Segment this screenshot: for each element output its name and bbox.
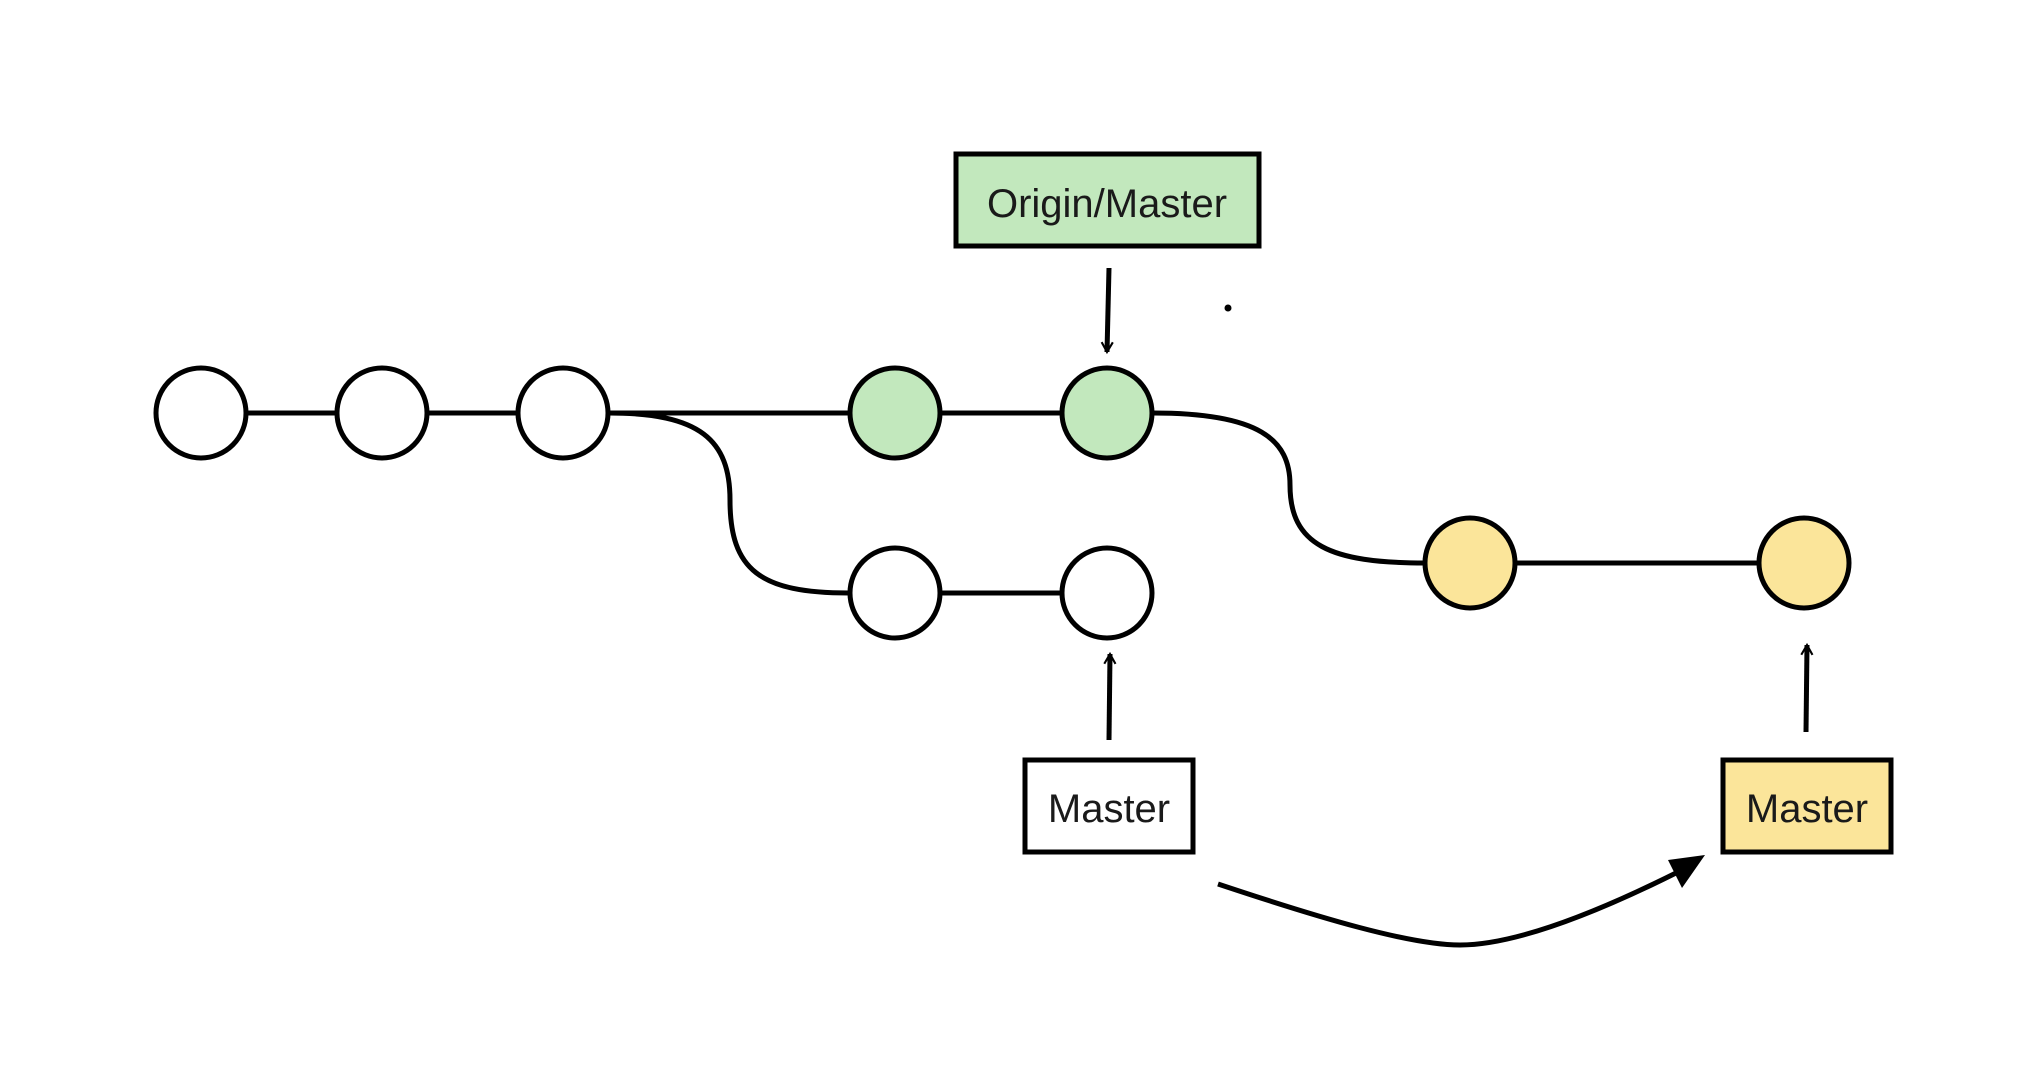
rebased-master-label: Master xyxy=(1746,787,1868,831)
rebased-master-pointer: Master xyxy=(1720,642,1894,855)
commit-local-1 xyxy=(847,545,943,641)
move-arrow xyxy=(1217,855,1705,948)
commit-base-2 xyxy=(334,365,430,461)
commit-base-1 xyxy=(153,365,249,461)
commit-remote-1 xyxy=(847,365,943,461)
origin-master-label: Origin/Master xyxy=(987,182,1227,226)
origin-master-box xyxy=(953,151,1262,249)
rebased-master-arrow xyxy=(1800,642,1814,733)
local-master-pointer: Master xyxy=(1022,651,1196,855)
local-master-box xyxy=(1022,757,1196,855)
edge-branch-local xyxy=(608,410,850,596)
rebased-master-box xyxy=(1720,757,1894,855)
move-arrow-head xyxy=(1668,855,1705,888)
local-master-label: Master xyxy=(1048,787,1170,831)
commit-rebased-1 xyxy=(1422,515,1518,611)
origin-master-pointer: Origin/Master xyxy=(953,151,1262,355)
commit-base-3 xyxy=(515,365,611,461)
move-arrow-curve xyxy=(1217,869,1680,948)
commits xyxy=(153,365,1852,641)
stray-dot xyxy=(1224,304,1232,312)
commit-rebased-2 xyxy=(1756,515,1852,611)
graph-edges xyxy=(247,410,1758,596)
edge-branch-rebased xyxy=(1152,410,1426,566)
commit-remote-2 xyxy=(1059,365,1155,461)
local-master-arrow xyxy=(1103,651,1117,741)
origin-master-arrow xyxy=(1100,267,1114,355)
commit-local-2 xyxy=(1059,545,1155,641)
